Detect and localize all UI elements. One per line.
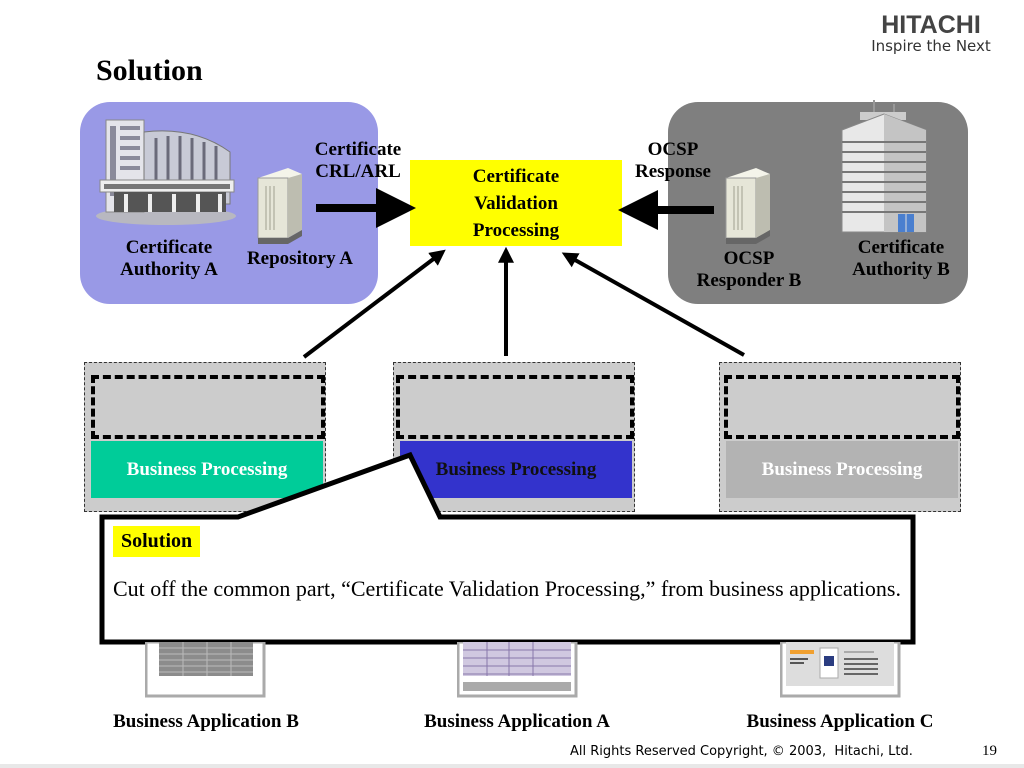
logo-brand: HITACHI: [881, 11, 981, 39]
app-a-thumbnail-icon: [457, 642, 578, 698]
crl-arl-label: Certificate CRL/ARL: [314, 139, 402, 182]
bottom-rule: [0, 764, 1024, 768]
app-b-component: Business Processing: [84, 362, 326, 512]
copyright-footer: All Rights Reserved Copyright, © 2003, H…: [570, 744, 913, 759]
app-c-component: Business Processing: [719, 362, 961, 512]
hitachi-logo: HITACHI Inspire the Next: [866, 12, 996, 54]
building-b-icon: [841, 100, 927, 233]
app-b-label: Business Application B: [113, 711, 299, 732]
logo-tagline: Inspire the Next: [871, 37, 991, 55]
solution-badge: Solution: [113, 526, 201, 557]
app-a-label: Business Application A: [424, 711, 610, 732]
solution-body-text: Cut off the common part, “Certificate Va…: [113, 576, 901, 601]
ocsp-responder-server-icon: [725, 168, 770, 244]
ocsp-response-label: OCSP Response: [634, 139, 711, 182]
authority-a-label: Certificate Authority A: [120, 237, 218, 280]
app-b-thumbnail-icon: [145, 642, 266, 698]
building-a-icon: [96, 119, 236, 225]
certificate-validation-processing-box: Certificate Validation Processing: [410, 160, 622, 246]
common-part-placeholder: [396, 375, 634, 439]
common-part-placeholder: [724, 375, 960, 439]
business-processing-c: Business Processing: [726, 441, 958, 498]
app-c-label: Business Application C: [746, 711, 934, 732]
slide-title: Solution: [96, 54, 203, 87]
business-processing-a: Business Processing: [400, 441, 632, 498]
cvp-label: Certificate Validation Processing: [472, 165, 560, 241]
authority-b-label: Certificate Authority B: [852, 237, 950, 280]
page-number: 19: [982, 743, 997, 759]
business-processing-b: Business Processing: [91, 441, 323, 498]
common-part-placeholder: [91, 375, 325, 439]
app-a-component: Business Processing: [393, 362, 635, 512]
repository-server-icon: [257, 168, 302, 244]
app-c-thumbnail-icon: [780, 642, 901, 698]
